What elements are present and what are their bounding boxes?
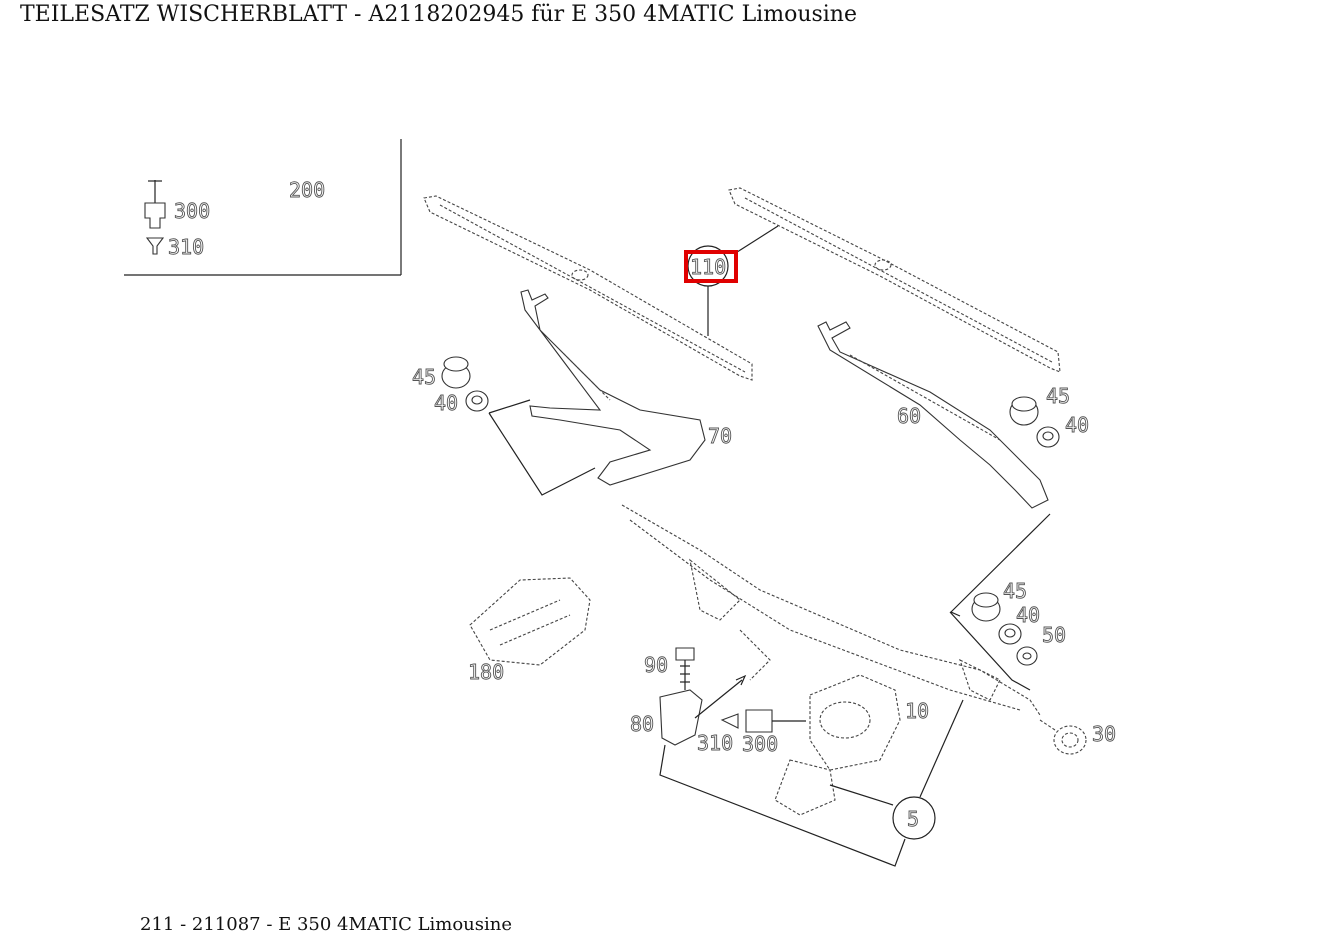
bracket-180 (469, 577, 591, 666)
label-60[interactable]: 60 (897, 404, 922, 429)
label-200[interactable]: 200 (289, 178, 326, 203)
page-footer: 211 - 211087 - E 350 4MATIC Limousine (140, 914, 513, 935)
label-40-lower[interactable]: 40 (1016, 603, 1041, 628)
label-50[interactable]: 50 (1042, 623, 1067, 648)
left-wiper-blade (423, 195, 753, 381)
cap-45-lower (971, 592, 1001, 622)
bolt-90 (675, 647, 695, 690)
label-45-lower[interactable]: 45 (1003, 579, 1028, 604)
label-30[interactable]: 30 (1092, 722, 1117, 747)
label-70[interactable]: 70 (708, 424, 733, 449)
label-310[interactable]: 310 (697, 731, 734, 756)
page-title: TEILESATZ WISCHERBLATT - A2118202945 für… (20, 2, 857, 27)
plug-300 (745, 709, 806, 733)
label-300-legend[interactable]: 300 (174, 199, 211, 224)
nut-40-left (465, 390, 489, 412)
screw-300-legend-icon (144, 180, 166, 229)
nut-30 (1039, 719, 1087, 755)
wiper-motor-10 (774, 674, 901, 816)
label-90[interactable]: 90 (644, 653, 669, 678)
cap-45-left (441, 356, 471, 389)
label-300[interactable]: 300 (742, 732, 779, 757)
nut-40-lower (998, 623, 1022, 645)
wiper-linkage (621, 504, 1041, 716)
right-wiper-arm (817, 321, 1049, 509)
clip-310-legend-icon (145, 237, 165, 255)
bracket-80 (659, 674, 747, 746)
label-45-left[interactable]: 45 (412, 365, 437, 390)
label-45-right[interactable]: 45 (1046, 384, 1071, 409)
label-40-left[interactable]: 40 (434, 391, 459, 416)
right-wiper-blade (728, 187, 1061, 373)
nut-40-right (1036, 426, 1060, 448)
left-wiper-arm (520, 289, 706, 486)
label-110[interactable]: 110 (690, 255, 727, 280)
label-310-legend[interactable]: 310 (168, 235, 205, 260)
washer-50 (1016, 646, 1038, 666)
cap-45-right (1009, 396, 1039, 426)
highlight-box-110 (684, 250, 738, 283)
label-5[interactable]: 5 (907, 807, 920, 832)
label-80[interactable]: 80 (630, 712, 655, 737)
label-10[interactable]: 10 (905, 699, 930, 724)
legend-box: 300 310 200 (124, 139, 402, 276)
label-40-right[interactable]: 40 (1065, 413, 1090, 438)
clip-310 (720, 713, 739, 729)
label-180[interactable]: 180 (468, 660, 505, 685)
